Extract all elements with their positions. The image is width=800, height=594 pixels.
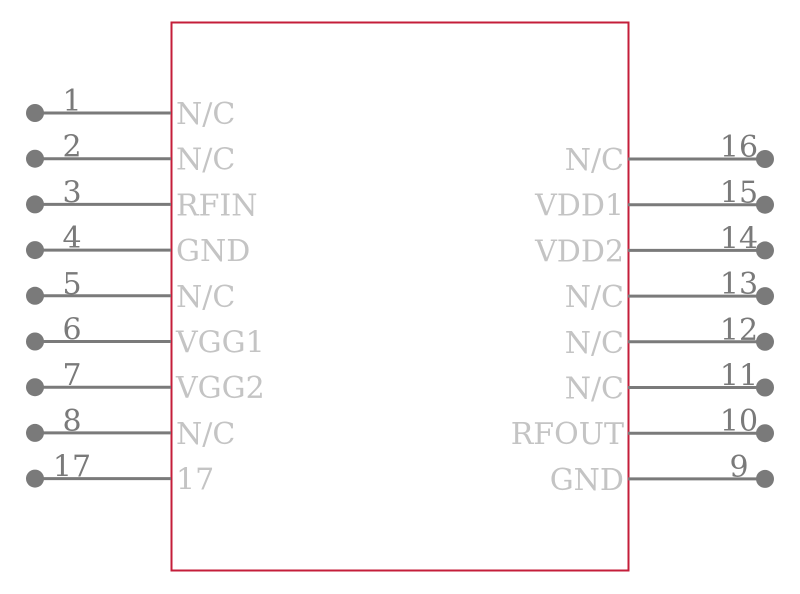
pin-number: 12	[720, 313, 758, 348]
pin-label-n-c: N/C	[176, 417, 235, 452]
pin-2: 2 N/C	[26, 130, 235, 178]
pin-terminal	[756, 469, 774, 488]
pin-label-n-c: N/C	[565, 326, 624, 361]
pin-number: 11	[720, 359, 758, 394]
pin-label-gnd: GND	[176, 234, 250, 269]
pin-label-rfin: RFIN	[176, 188, 258, 223]
pin-number: 2	[62, 130, 81, 165]
pin-terminal	[756, 287, 774, 306]
pin-9: 9 GND	[550, 450, 774, 498]
pin-terminal	[26, 195, 44, 214]
pin-13: 13 N/C	[565, 267, 774, 315]
pin-terminal	[26, 469, 44, 488]
pin-label-gnd: GND	[550, 463, 624, 498]
pin-terminal	[756, 150, 774, 168]
pin-number: 13	[720, 267, 758, 302]
pin-label-n-c: N/C	[176, 143, 235, 178]
pin-10: 10 RFOUT	[511, 404, 774, 452]
pin-number: 4	[62, 221, 81, 256]
pin-12: 12 N/C	[565, 313, 774, 361]
pin-label-n-c: N/C	[176, 280, 235, 315]
pin-number: 6	[62, 313, 81, 348]
pin-number: 10	[720, 404, 758, 439]
pin-11: 11 N/C	[565, 359, 774, 407]
pin-terminal	[756, 195, 774, 214]
pin-label-vgg2: VGG2	[175, 371, 265, 406]
pin-7: 7 VGG2	[26, 358, 265, 406]
pin-number: 3	[62, 175, 81, 210]
right-pin-group: 16N/C15VDD114VDD213N/C12N/C11N/C10RFOUT9…	[511, 130, 774, 498]
pin-1: 1 N/C	[26, 84, 235, 132]
pin-label-rfout: RFOUT	[511, 417, 624, 452]
pin-number: 5	[62, 267, 81, 302]
pin-number: 7	[62, 358, 81, 393]
pin-label-17: 17	[176, 463, 214, 498]
pin-terminal	[26, 149, 44, 168]
pin-number: 15	[720, 176, 758, 211]
pin-14: 14 VDD2	[534, 221, 774, 269]
pin-label-n-c: N/C	[176, 97, 235, 132]
pin-label-n-c: N/C	[565, 280, 624, 315]
pin-terminal	[756, 424, 774, 443]
pin-terminal	[756, 241, 774, 260]
pin-terminal	[756, 378, 774, 397]
pin-label-n-c: N/C	[565, 143, 624, 178]
pin-3: 3 RFIN	[26, 175, 258, 223]
pin-label-n-c: N/C	[565, 372, 624, 407]
pin-number: 16	[720, 130, 758, 165]
pin-number: 9	[729, 450, 748, 485]
pin-label-vgg1: VGG1	[175, 326, 265, 361]
pin-16: 16 N/C	[565, 130, 774, 178]
pin-8: 8 N/C	[26, 404, 235, 452]
pin-terminal	[26, 423, 44, 442]
pin-terminal	[756, 332, 774, 351]
pin-terminal	[26, 241, 44, 260]
pin-terminal	[26, 286, 44, 305]
pin-15: 15 VDD1	[534, 176, 774, 224]
pin-number: 1	[62, 84, 81, 119]
pin-number: 8	[62, 404, 81, 439]
pin-label-vdd2: VDD2	[534, 234, 624, 269]
pin-terminal	[26, 378, 44, 397]
pin-6: 6 VGG1	[26, 313, 265, 361]
pin-4: 4 GND	[26, 221, 250, 269]
pin-number: 14	[720, 221, 758, 256]
pin-label-vdd1: VDD1	[534, 189, 624, 224]
pin-terminal	[26, 332, 44, 351]
pin-terminal	[26, 104, 44, 122]
pin-number: 17	[53, 450, 91, 485]
pin-5: 5 N/C	[26, 267, 235, 315]
